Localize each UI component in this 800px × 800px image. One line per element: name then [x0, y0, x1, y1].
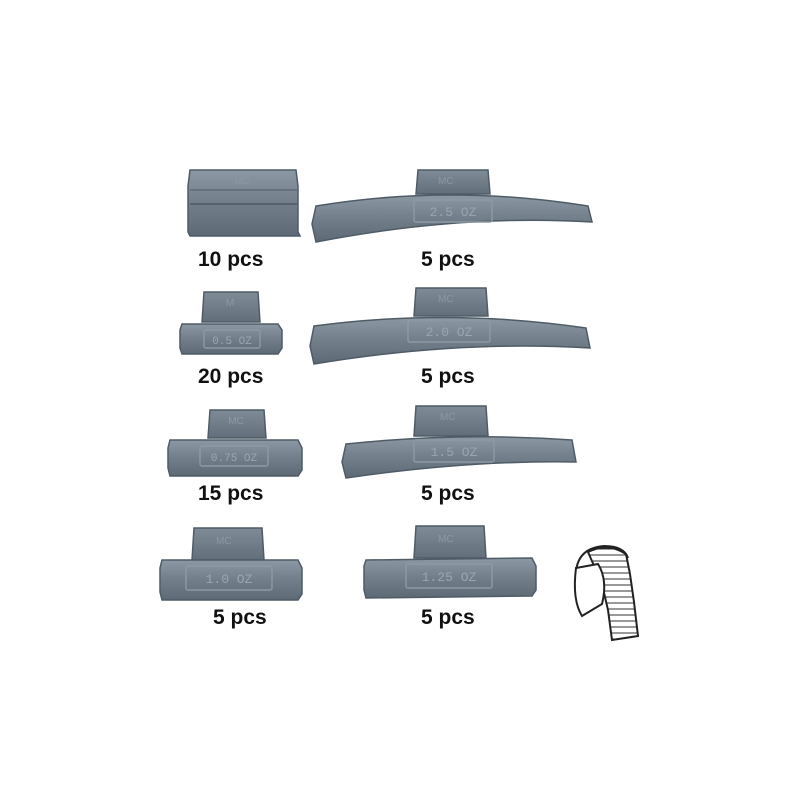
rim-profile-icon	[568, 540, 648, 649]
clip-mark: MC	[438, 176, 454, 187]
weight-2-5oz: MC 2.5 OZ	[310, 166, 595, 246]
quantity-label: 15 pcs	[198, 482, 264, 505]
weight-2-0oz: MC 2.0 OZ	[308, 286, 593, 368]
weight-0-75oz: MC 0.75 OZ	[166, 408, 306, 478]
clip-mark: MC	[440, 412, 456, 423]
weight-stamp: 1.5 OZ	[431, 445, 478, 460]
quantity-label: 20 pcs	[198, 365, 264, 388]
weight-block-10pcs: MC	[186, 166, 306, 238]
clip-mark: MC	[216, 536, 232, 547]
weight-stamp: 0.75 OZ	[211, 453, 258, 465]
clip-mark: MC	[234, 176, 250, 187]
quantity-label: 5 pcs	[421, 365, 475, 388]
weight-stamp: 1.25 OZ	[422, 570, 477, 585]
weight-stamp: 2.0 OZ	[426, 325, 473, 340]
quantity-label: 10 pcs	[198, 248, 264, 271]
weight-1-25oz: MC 1.25 OZ	[362, 524, 540, 602]
weight-1-0oz: MC 1.0 OZ	[158, 526, 306, 602]
clip-mark: MC	[228, 416, 244, 427]
weight-stamp: 2.5 OZ	[430, 205, 477, 220]
weight-0-5oz: M 0.5 OZ	[178, 290, 284, 356]
clip-mark: MC	[438, 534, 454, 545]
weight-stamp: 1.0 OZ	[206, 572, 253, 587]
quantity-label: 5 pcs	[421, 482, 475, 505]
quantity-label: 5 pcs	[421, 248, 475, 271]
clip-mark: MC	[438, 294, 454, 305]
quantity-label: 5 pcs	[421, 606, 475, 629]
weight-stamp: 0.5 OZ	[212, 336, 252, 348]
clip-mark: M	[226, 298, 234, 309]
quantity-label: 5 pcs	[213, 606, 267, 629]
weight-1-5oz: MC 1.5 OZ	[340, 404, 580, 482]
